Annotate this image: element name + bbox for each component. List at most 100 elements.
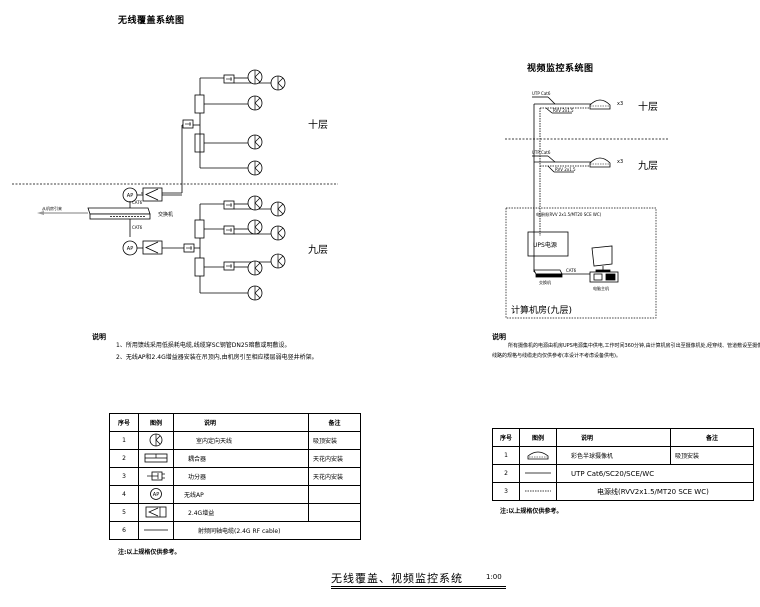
sheet-scale: 1:00: [486, 573, 502, 581]
row-desc: UTP Cat6/SC20/SCE/WC: [556, 464, 754, 483]
ap-label-upper: AP: [127, 193, 133, 199]
row-no: 2: [109, 449, 139, 468]
wireless-floor-upper-label: 十层: [308, 120, 328, 131]
cctv-cable-dashed-10: RVV 2x1.5: [553, 108, 574, 113]
power-cable-label: 电源线(RVV 2x1.5/MT20 SCE WC): [536, 212, 602, 217]
sheet-title-underline: [331, 586, 506, 589]
wireless-table-note: 注:以上规格仅供参考。: [118, 549, 181, 556]
wireless-diagram-title: 无线覆盖系统图: [118, 16, 185, 26]
camera-count-9: x3: [617, 159, 624, 165]
row-remark: 天花内安装: [308, 449, 361, 468]
row-remark: 吸顶安装: [308, 431, 361, 450]
network-switch: [87, 201, 151, 237]
cctv-table-note: 注:以上规格仅供参考。: [500, 508, 563, 515]
ap-upper: [122, 187, 182, 203]
cctv-cable-dashed-9: RVV 2x1.5: [555, 167, 576, 172]
header-no: 序号: [109, 413, 139, 432]
cctv-switch: [533, 269, 563, 278]
dome-camera-icon: [519, 446, 557, 465]
feed-from-room-label: 从机房引来: [42, 206, 62, 211]
table-row: 6 射频同轴电缆(2.4G RF cable): [109, 521, 361, 540]
sheet-title: 无线覆盖、视频监控系统: [331, 572, 463, 585]
cable-label-upper: CAT6: [132, 200, 143, 205]
row-desc: 2.4G增益: [173, 503, 309, 522]
computer-workstation: [589, 245, 619, 283]
ap-label-lower: AP: [127, 246, 133, 252]
header-remark: 备注: [308, 413, 361, 432]
host-label: 电脑主机: [593, 286, 609, 291]
row-desc: 射频同轴电缆(2.4G RF cable): [173, 521, 361, 540]
cctv-cabling: [532, 96, 600, 275]
wireless-tree-floor10: [141, 77, 272, 194]
wireless-notes-title: 说明: [92, 333, 106, 341]
cable-line-icon: [138, 521, 174, 540]
row-no: 3: [109, 467, 139, 486]
table-header-row: 序号 图例 说明 备注: [109, 413, 361, 432]
computer-room-box: [505, 207, 657, 319]
ups-label: UPS电源: [533, 242, 557, 249]
row-desc: 耦合器: [173, 449, 309, 468]
row-desc: 功分器: [173, 467, 309, 486]
header-description: 说明: [556, 428, 671, 447]
wireless-legend-table: 序号 图例 说明 备注 1 室内定向天线 吸顶安装 2 耦合器 天花内安装 3 …: [109, 413, 361, 540]
table-row: 1 彩色半球摄像机 吸顶安装: [492, 446, 754, 465]
row-desc: 电源线(RVV2x1.5/MT20 SCE WC): [556, 482, 754, 501]
table-row: 2 耦合器 天花内安装: [109, 449, 361, 468]
table-row: 3 电源线(RVV2x1.5/MT20 SCE WC): [492, 482, 754, 501]
table-row: 2 UTP Cat6/SC20/SCE/WC: [492, 464, 754, 483]
row-no: 2: [492, 464, 520, 483]
row-remark: [308, 485, 361, 504]
row-no: 4: [109, 485, 139, 504]
table-row: 1 室内定向天线 吸顶安装: [109, 431, 361, 450]
cctv-cable-solid-9: UTP Cat6: [532, 150, 551, 155]
cctv-note-1: 所有摄像机的电源由机房UPS电源集中供电,工作时间360分钟,由计算机房引出至摄…: [508, 343, 760, 349]
ap-lower: [122, 240, 184, 256]
ap-icon: AP: [138, 485, 174, 504]
link-label: CAT6: [566, 268, 577, 273]
header-symbol: 图例: [138, 413, 174, 432]
row-no: 5: [109, 503, 139, 522]
cctv-switch-label: 交换机: [539, 280, 551, 285]
switch-label: 交换机: [158, 212, 174, 218]
header-symbol: 图例: [519, 428, 557, 447]
row-desc: 无线AP: [173, 485, 309, 504]
cctv-diagram-title: 视频监控系统图: [527, 64, 594, 74]
wireless-note-2: 2、无线AP和2.4G增益器安装在吊顶内,由机房引至相应楼层弱电竖井桥架。: [116, 354, 318, 361]
row-desc: 室内定向天线: [173, 431, 309, 450]
wireless-tree-floor9: [194, 203, 272, 294]
row-remark: [308, 503, 361, 522]
dashed-line-icon: [519, 482, 557, 501]
camera-count-10: x3: [617, 101, 624, 107]
row-no: 1: [492, 446, 520, 465]
table-row: 5 2.4G增益: [109, 503, 361, 522]
cctv-legend-table: 序号 图例 说明 备注 1 彩色半球摄像机 吸顶安装 2 UTP Cat6/SC…: [492, 428, 754, 501]
row-no: 3: [492, 482, 520, 501]
cctv-notes-title: 说明: [492, 333, 506, 341]
row-remark: 天花内安装: [308, 467, 361, 486]
cctv-note-2: 线路的规格与线缆走向仅供参考(本设计不考虑设备供电)。: [492, 353, 621, 359]
wireless-floor-lower-label: 九层: [308, 245, 328, 256]
svg-text:AP: AP: [153, 492, 159, 498]
coupler-icon: [138, 449, 174, 468]
row-desc: 彩色半球摄像机: [556, 446, 671, 465]
header-description: 说明: [173, 413, 309, 432]
table-row: 3 功分器 天花内安装: [109, 467, 361, 486]
computer-room-label: 计算机房(九层): [511, 306, 573, 316]
solid-line-icon: [519, 464, 557, 483]
table-row: 4 AP 无线AP: [109, 485, 361, 504]
table-header-row: 序号 图例 说明 备注: [492, 428, 754, 447]
wireless-note-1: 1、所用馈线采用低损耗电缆,线缆穿SC钢管DN25暗敷或明敷设。: [116, 342, 291, 349]
cctv-cable-solid-10: UTP Cat6: [532, 91, 551, 96]
cable-label-lower: CAT6: [132, 225, 143, 230]
cctv-floor-lower-label: 九层: [638, 161, 658, 172]
cctv-floor-upper-label: 十层: [638, 102, 658, 113]
ups-box: [527, 231, 569, 257]
splitter-icon: [138, 467, 174, 486]
row-no: 1: [109, 431, 139, 450]
amplifier-icon: [138, 503, 174, 522]
header-remark: 备注: [670, 428, 754, 447]
row-remark: 吸顶安装: [670, 446, 754, 465]
row-no: 6: [109, 521, 139, 540]
omni-antenna-icon: [138, 431, 174, 450]
